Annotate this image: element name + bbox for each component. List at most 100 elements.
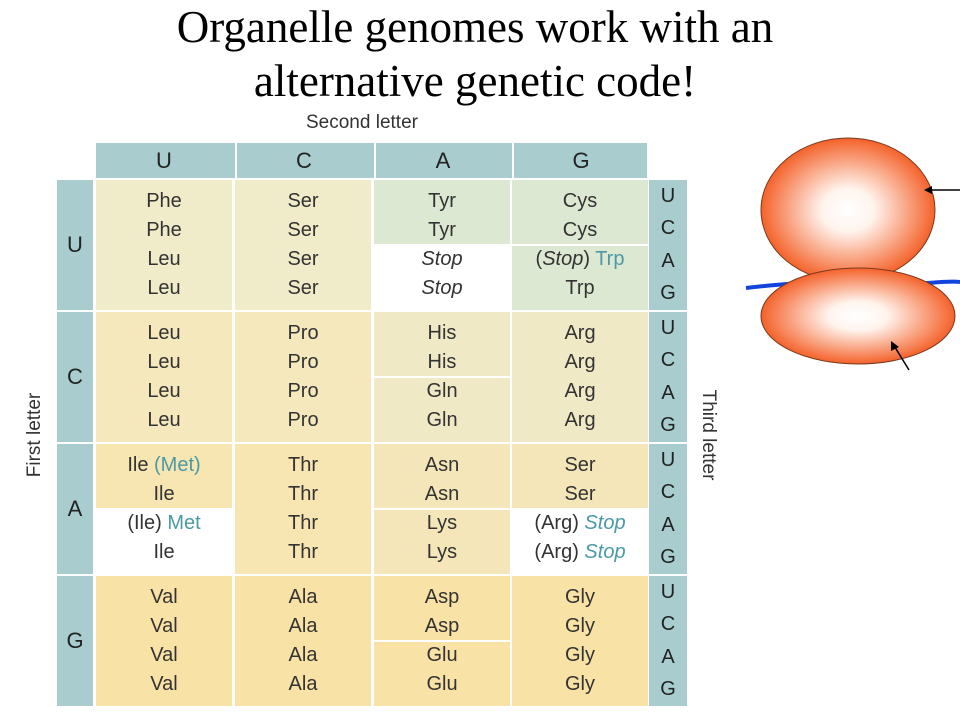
codon-amino-acid: Asn bbox=[374, 480, 510, 509]
codon-amino-acid: Ser bbox=[235, 274, 371, 303]
column-header-c: C bbox=[235, 143, 371, 178]
amino-acid-text: Glu bbox=[426, 644, 458, 666]
codon-amino-acid: Ser bbox=[235, 187, 371, 216]
amino-acid-text: Lys bbox=[426, 512, 458, 534]
amino-acid-text: Arg bbox=[564, 322, 596, 344]
amino-acid-text: Gln bbox=[426, 380, 458, 402]
codon-amino-acid: Phe bbox=[96, 187, 232, 216]
amino-acid-text: Val bbox=[150, 615, 178, 637]
amino-acid-text: (Arg) bbox=[534, 512, 585, 534]
amino-acid-text: Ser bbox=[287, 190, 319, 212]
amino-acid-text: Stop bbox=[584, 541, 626, 563]
column-header-g: G bbox=[512, 143, 648, 178]
cell-divider bbox=[512, 244, 648, 246]
amino-acid-text: Ser bbox=[287, 277, 319, 299]
amino-acid-text: Pro bbox=[287, 380, 319, 402]
amino-acid-text: Ala bbox=[288, 673, 318, 695]
amino-acid-text: Phe bbox=[146, 219, 182, 241]
codon-amino-acid: Stop bbox=[374, 245, 510, 274]
amino-acid-text: Arg bbox=[564, 351, 596, 373]
amino-acid-text: Glu bbox=[426, 673, 458, 695]
codon-amino-acid: Tyr bbox=[374, 216, 510, 245]
third-letter-u: U bbox=[660, 448, 676, 471]
codon-amino-acid: Thr bbox=[235, 451, 371, 480]
codon-amino-acid: Ile bbox=[96, 538, 232, 567]
codon-amino-acid: Ser bbox=[235, 216, 371, 245]
codon-amino-acid: (Stop) Trp bbox=[512, 245, 648, 274]
amino-acid-text: Asp bbox=[424, 615, 460, 637]
amino-acid-text: Ala bbox=[288, 586, 318, 608]
amino-acid-text: Stop bbox=[542, 248, 584, 270]
codon-amino-acid: His bbox=[374, 348, 510, 377]
amino-acid-text: Ile bbox=[153, 541, 175, 563]
third-letter-u: U bbox=[660, 184, 676, 207]
amino-acid-text: His bbox=[427, 322, 457, 344]
amino-acid-text: Stop bbox=[421, 277, 463, 299]
amino-acid-text: Tyr bbox=[428, 219, 456, 241]
codon-amino-acid: Tyr bbox=[374, 187, 510, 216]
codon-amino-acid: Ala bbox=[235, 583, 371, 612]
title-line-2: alternative genetic code! bbox=[253, 56, 697, 106]
small-ribosomal-subunit bbox=[760, 267, 956, 365]
amino-acid-text: Pro bbox=[287, 322, 319, 344]
row-header-c: C bbox=[57, 312, 93, 442]
codon-amino-acid: Arg bbox=[512, 348, 648, 377]
amino-acid-text: Asn bbox=[424, 454, 460, 476]
cell-divider bbox=[374, 244, 510, 246]
amino-acid-text: Val bbox=[150, 644, 178, 666]
amino-acid-text: Pro bbox=[287, 409, 319, 431]
codon-amino-acid: Thr bbox=[235, 509, 371, 538]
codon-amino-acid: Asn bbox=[374, 451, 510, 480]
third-letter-g: G bbox=[660, 546, 676, 569]
codon-amino-acid: Lys bbox=[374, 509, 510, 538]
third-letter-c: C bbox=[660, 217, 676, 240]
amino-acid-text: Gly bbox=[565, 673, 595, 695]
amino-acid-text: Ser bbox=[287, 219, 319, 241]
codon-amino-acid: His bbox=[374, 319, 510, 348]
codon-amino-acid: (Arg) Stop bbox=[512, 509, 648, 538]
amino-acid-text: Stop bbox=[421, 248, 463, 270]
codon-amino-acid: Ser bbox=[512, 451, 648, 480]
white-highlight bbox=[374, 244, 510, 311]
white-highlight bbox=[96, 508, 232, 575]
codon-amino-acid: (Ile) Met bbox=[96, 509, 232, 538]
third-letter-u: U bbox=[660, 580, 676, 603]
codon-amino-acid: Asp bbox=[374, 583, 510, 612]
codon-amino-acid: Gly bbox=[512, 612, 648, 641]
amino-acid-text: Pro bbox=[287, 351, 319, 373]
column-header-a: A bbox=[374, 143, 510, 178]
third-letter-g: G bbox=[660, 678, 676, 701]
codon-amino-acid: Gln bbox=[374, 406, 510, 435]
codon-amino-acid: Ala bbox=[235, 670, 371, 699]
codon-amino-acid: Ala bbox=[235, 612, 371, 641]
title-line-1: Organelle genomes work with an bbox=[176, 2, 774, 52]
amino-acid-text: Leu bbox=[147, 380, 181, 402]
amino-acid-text: Asn bbox=[424, 483, 460, 505]
amino-acid-text: (Ile) bbox=[127, 512, 168, 534]
amino-acid-text: Ala bbox=[288, 644, 318, 666]
amino-acid-text: Leu bbox=[147, 351, 181, 373]
codon-amino-acid: Ser bbox=[512, 480, 648, 509]
codon-amino-acid: Pro bbox=[235, 319, 371, 348]
arrow-icon bbox=[924, 186, 960, 194]
amino-acid-text: Stop bbox=[584, 512, 626, 534]
codon-amino-acid: Cys bbox=[512, 187, 648, 216]
amino-acid-text: (Arg) bbox=[534, 541, 585, 563]
codon-amino-acid: Stop bbox=[374, 274, 510, 303]
codon-amino-acid: Ile (Met) bbox=[96, 451, 232, 480]
cell-divider bbox=[374, 376, 510, 378]
amino-acid-text: Trp bbox=[565, 277, 595, 299]
amino-acid-text: Arg bbox=[564, 380, 596, 402]
third-letter-c: C bbox=[660, 481, 676, 504]
codon-amino-acid: Gln bbox=[374, 377, 510, 406]
